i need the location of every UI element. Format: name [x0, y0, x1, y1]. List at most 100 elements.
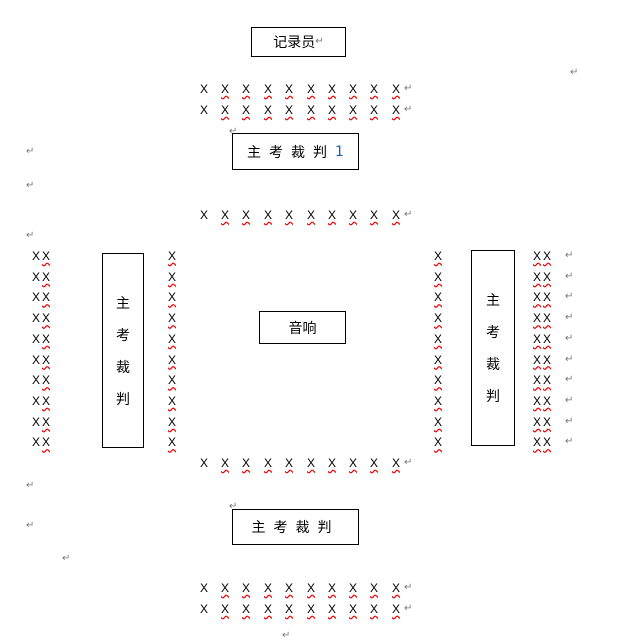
paragraph-mark: ↵	[26, 180, 35, 191]
seat-mark: X	[533, 435, 542, 450]
seat-mark: X	[434, 290, 443, 305]
seat-mark: X	[307, 456, 316, 470]
seat-mark: X	[349, 82, 358, 96]
paragraph-mark: ↵	[229, 126, 238, 137]
seat-mark: X	[543, 331, 552, 346]
side-judge-right-box: 主 考 裁 判	[471, 250, 515, 446]
seat-mark: X	[328, 602, 337, 616]
seat-mark: X	[349, 103, 358, 117]
seat-mark: X	[370, 103, 379, 117]
chief-judge-top-label: 主考裁判	[247, 144, 336, 161]
seat-mark: X	[434, 435, 443, 450]
seat-mark: X	[349, 602, 358, 616]
seat-mark: X	[370, 581, 379, 595]
seat-mark: X	[392, 602, 401, 616]
seat-mark: X	[285, 208, 294, 222]
seat-mark: X	[42, 414, 51, 429]
seat-mark: X	[533, 290, 542, 305]
seat-mark: X	[285, 581, 294, 595]
char: 判	[116, 391, 130, 408]
seat-mark: X	[168, 249, 177, 263]
seat-mark: X	[328, 82, 337, 96]
paragraph-mark: ↵	[26, 230, 35, 241]
seat-mark: X	[328, 581, 337, 595]
seat-mark: X	[533, 311, 542, 326]
chief-judge-number: 1	[335, 143, 344, 160]
recorder-label: 记录员	[273, 35, 316, 51]
seat-mark: X	[370, 82, 379, 96]
seat-mark: X	[307, 581, 316, 595]
seat-mark: X	[392, 581, 401, 595]
seat-mark: X	[242, 456, 251, 470]
seat-mark: X	[32, 393, 41, 408]
paragraph-mark: ↵	[565, 270, 574, 282]
seat-mark: X	[533, 393, 542, 408]
seat-mark: X	[32, 269, 41, 284]
seat-mark: X	[200, 208, 209, 222]
seat-mark: X	[200, 581, 209, 595]
char: 裁	[486, 357, 500, 373]
seat-mark: X	[543, 290, 552, 305]
seat-mark: X	[42, 249, 51, 263]
seat-mark: X	[42, 393, 51, 408]
paragraph-mark: ↵	[26, 480, 35, 491]
seat-mark: X	[264, 82, 273, 96]
seat-mark: X	[434, 352, 443, 367]
seat-mark: X	[434, 373, 443, 388]
char: 考	[116, 327, 130, 344]
paragraph-mark: ↵	[282, 630, 291, 641]
seat-mark: X	[42, 290, 51, 305]
seat-mark: X	[42, 435, 51, 450]
seat-mark: X	[221, 456, 230, 470]
seat-mark: X	[434, 311, 443, 326]
paragraph-mark: ↵	[404, 104, 413, 115]
paragraph-mark: ↵	[404, 603, 413, 614]
seat-mark: X	[285, 602, 294, 616]
seat-mark: X	[434, 331, 443, 346]
seat-mark: X	[434, 269, 443, 284]
seat-mark: X	[307, 208, 316, 222]
seat-mark: X	[32, 290, 41, 305]
seat-mark: X	[285, 82, 294, 96]
seat-mark: X	[328, 456, 337, 470]
seat-mark: X	[168, 373, 177, 388]
seat-mark: X	[168, 435, 177, 450]
sound-label: 音响	[288, 320, 317, 337]
seat-mark: X	[533, 249, 542, 263]
paragraph-mark: ↵	[404, 209, 413, 220]
paragraph-mark: ↵	[229, 501, 238, 512]
seat-mark: X	[434, 393, 443, 408]
seat-mark: X	[168, 331, 177, 346]
paragraph-mark: ↵	[570, 67, 579, 78]
paragraph-mark: ↵	[62, 553, 71, 564]
seat-mark: X	[264, 103, 273, 117]
paragraph-mark: ↵	[315, 36, 324, 47]
seat-mark: X	[42, 352, 51, 367]
seat-mark: X	[543, 393, 552, 408]
seat-mark: X	[307, 82, 316, 96]
chief-judge-bottom-box: 主考裁判	[232, 509, 359, 545]
seat-mark: X	[32, 249, 41, 263]
seat-mark: X	[533, 331, 542, 346]
seat-mark: X	[42, 373, 51, 388]
sound-box: 音响	[259, 311, 346, 344]
seat-mark: X	[543, 311, 552, 326]
seat-mark: X	[168, 414, 177, 429]
seat-mark: X	[32, 311, 41, 326]
seat-mark: X	[543, 249, 552, 263]
seat-mark: X	[242, 208, 251, 222]
seat-mark: X	[168, 352, 177, 367]
seat-mark: X	[434, 249, 443, 263]
seat-mark: X	[168, 311, 177, 326]
seat-mark: X	[543, 373, 552, 388]
seat-mark: X	[264, 208, 273, 222]
seat-mark: X	[370, 602, 379, 616]
seat-mark: X	[349, 456, 358, 470]
seat-mark: X	[533, 269, 542, 284]
seat-mark: X	[242, 602, 251, 616]
seat-mark: X	[328, 103, 337, 117]
seat-mark: X	[221, 208, 230, 222]
seat-mark: X	[370, 456, 379, 470]
seat-mark: X	[42, 311, 51, 326]
seat-mark: X	[168, 393, 177, 408]
